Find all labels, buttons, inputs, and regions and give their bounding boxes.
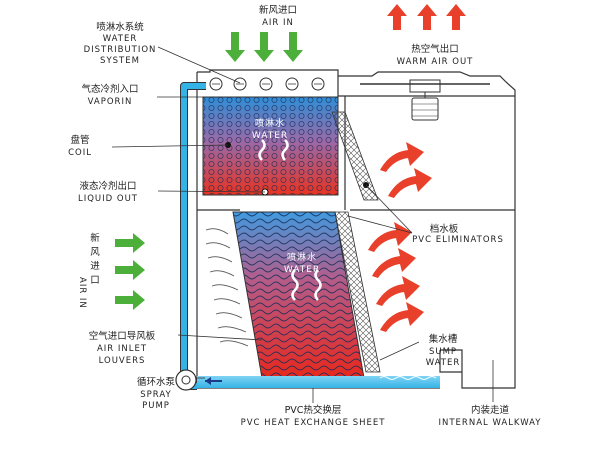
red-curved-arrow-icon [372,248,416,278]
louvers-label-en2: LOUVERS [98,356,146,366]
liquid-out-label-en: LIQUID OUT [77,194,138,204]
coil-bundle [202,96,339,196]
coil-water-label-en: WATER [251,131,289,141]
walkway-label-zh: 内装走道 [470,405,509,416]
air-in-top-label-zh: 新风进口 [258,5,297,16]
coil-eliminator [331,111,379,201]
red-curved-arrow-icon [388,168,432,198]
green-right-arrow-icon [115,260,145,280]
fill-label-zh: PVC热交换层 [284,405,342,416]
warm-air-curved-arrows [368,142,432,332]
red-up-arrow-icon [446,4,466,30]
fill-media [232,211,365,379]
eliminators-label-en: PVC ELIMINATORS [412,235,504,245]
fill-water-label-zh: 喷淋水 [286,253,317,263]
air-inlet-louvers [205,228,249,347]
pump-label-en2: PUMP [142,401,170,411]
green-down-arrow-icon [225,32,245,62]
green-right-arrow-icon [115,233,145,253]
air-in-side-label-en: AIR IN [77,277,87,309]
coil-label-zh: 盘管 [70,135,90,146]
pump-icon [175,369,197,391]
vapor-in-label-zh: 气态冷剂入口 [81,84,139,95]
walkway-label-en: INTERNAL WALKWAY [438,418,542,428]
air-in-top-label-en: AIR IN [262,18,294,28]
green-right-arrow-icon [115,290,145,310]
vapor-in-label-en: VAPORIN [87,97,133,107]
red-up-arrow-icon [387,4,407,30]
spray-nozzles [209,77,325,91]
green-down-arrow-icon [283,32,303,62]
red-curved-arrow-icon [368,222,412,252]
warm-air-label-zh: 热空气出口 [411,44,459,55]
fan-motor-icon [360,79,490,121]
pump-label-zh: 循环水泵 [136,377,175,388]
red-curved-arrow-icon [376,276,420,306]
air-in-side-label-zh: 新风进口 [90,233,100,286]
louvers-label-zh: 空气进口导风板 [88,331,156,342]
spray-system-label-en1: WATER [102,34,138,44]
red-curved-arrow-icon [380,142,424,172]
spray-system-label-zh: 喷淋水系统 [96,22,144,33]
red-curved-arrow-icon [380,302,424,332]
louvers-label-en1: AIR INLET [96,344,148,354]
coil-label-en: COIL [68,148,92,158]
sump-label-en1: SUMP [428,347,458,357]
liquid-out-label-zh: 液态冷剂出口 [79,181,137,192]
air-in-top-arrows [225,32,303,62]
fill-eliminator [334,211,381,373]
coil-water-label-zh: 喷淋水 [254,119,285,129]
sump-basin [197,376,440,388]
warm-air-label-en: WARM AIR OUT [396,57,474,67]
sump-label-zh: 集水槽 [428,334,458,345]
fill-label-en: PVC HEAT EXCHANGE SHEET [240,418,386,428]
leader-lines [111,46,494,403]
eliminators-label-zh: 档水板 [429,224,459,235]
green-down-arrow-icon [254,32,274,62]
warm-air-arrows [387,4,466,30]
red-up-arrow-icon [417,4,437,30]
air-in-side-arrows [115,233,145,310]
fill-water-label-en: WATER [283,265,321,275]
spray-system-label-en3: SYSTEM [100,56,140,66]
pump-label-en1: SPRAY [140,390,172,400]
sump-label-en2: WATER [425,358,461,368]
spray-system-label-en2: DISTRIBUTION [83,45,157,55]
